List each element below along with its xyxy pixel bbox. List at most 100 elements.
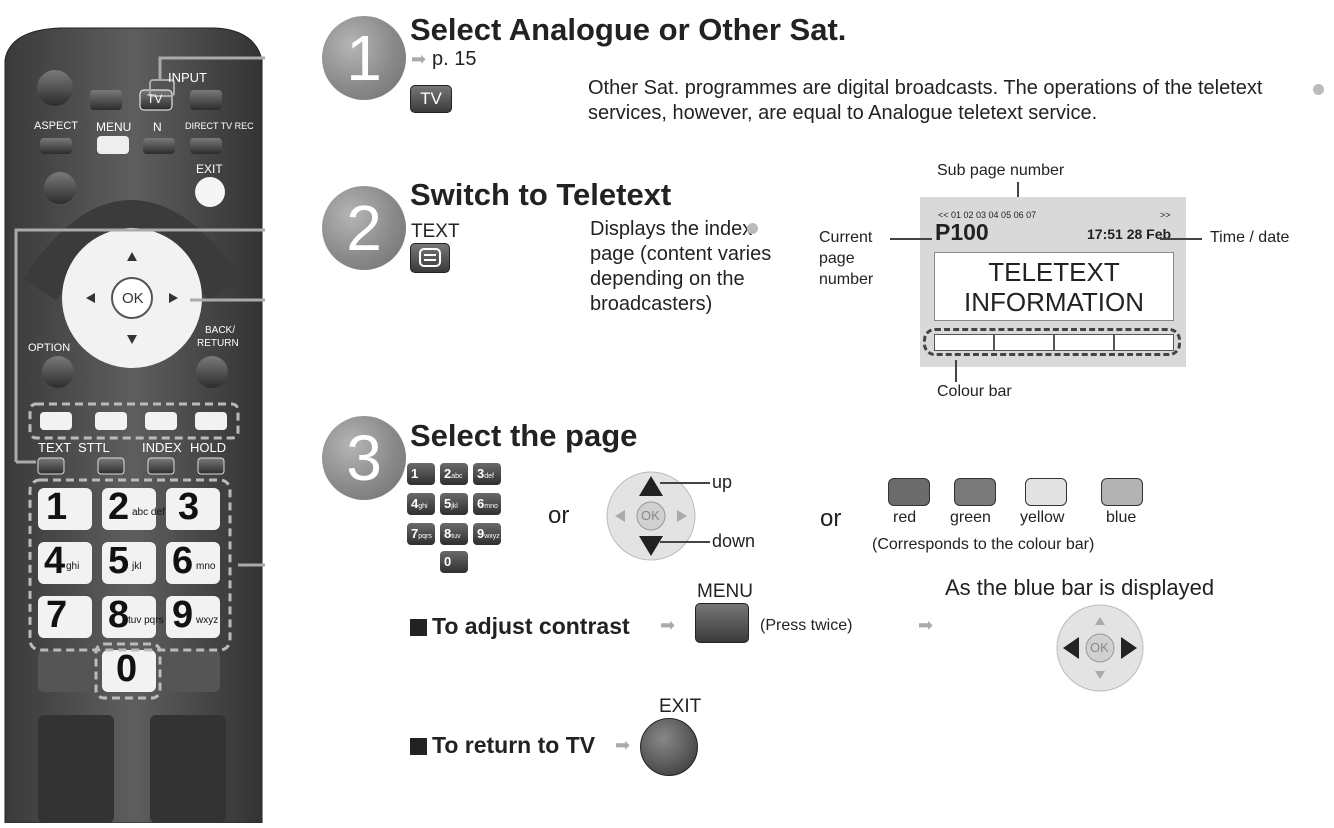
exit-key-label: EXIT [659,696,702,717]
arrow-right-icon: ➡ [615,735,631,755]
current-page-label-1: Current [819,229,873,246]
page-number: P100 [935,219,989,245]
option-label: OPTION [28,342,71,354]
remote-key-0: 0 [116,648,138,690]
direct-tv-rec-label: DIRECT TV REC [185,121,254,131]
exit-button[interactable] [640,718,698,776]
step-1-note: Other Sat. programmes are digital broadc… [588,77,1263,124]
leader-line [660,541,710,543]
current-page-label-2: page [819,250,855,267]
key-7[interactable]: 7pqrs [407,523,435,545]
info-line-1: TELETEXT [988,257,1120,287]
square-bullet-icon [410,738,427,755]
colour-bar-segment [994,334,1054,351]
aspect-label: ASPECT [34,120,79,132]
exit-label: EXIT [196,162,223,176]
remote-key-1: 1 [46,486,68,528]
remote-key-5-sub: jkl [132,561,142,572]
step-3-badge: 3 [322,416,406,500]
remote-key-6: 6 [172,540,194,582]
red-button[interactable] [888,478,930,506]
green-button[interactable] [954,478,996,506]
colour-bar-segment [934,334,994,351]
red-label: red [893,509,917,526]
remote-key-8: 8 [108,594,130,636]
colour-bar-note: (Corresponds to the colour bar) [872,536,1095,553]
blue-bar-note: As the blue bar is displayed [945,575,1215,600]
remote-key-4-sub: ghi [66,561,80,572]
tv-button[interactable]: TV [410,85,452,113]
square-bullet-icon [410,619,427,636]
step-1-title: Select Analogue or Other Sat. [410,12,847,47]
key-0[interactable]: 0 [440,551,468,573]
menu-button[interactable] [695,603,749,643]
teletext-screen: << 01 02 03 04 05 06 07 >> P100 17:51 28… [920,197,1186,367]
dpad-ok-label: OK [1090,640,1109,655]
colour-bar [934,334,1174,351]
dpad-left-right-icon [1056,604,1144,692]
dpad-illustration[interactable]: OK [605,470,697,562]
key-3[interactable]: 3def [473,463,501,485]
leader-line [1160,238,1202,240]
remote-key-8-sub: tuv pqrs [128,615,164,626]
colour-bar-segment [1054,334,1114,351]
sub-page-number-label: Sub page number [937,162,1065,179]
remote-key-7: 7 [46,594,68,636]
yellow-button[interactable] [1025,478,1067,506]
info-box: TELETEXT INFORMATION [934,252,1174,321]
step-3-title: Select the page [410,418,638,453]
dpad-left-right-illustration[interactable]: OK [1055,603,1145,693]
return-to-tv-label: To return to TV [432,732,596,758]
back-label: BACK/ [205,325,236,336]
time-date-value: 17:51 28 Feb [1087,226,1172,242]
key-5[interactable]: 5jkl [440,493,468,515]
menu-key-label: MENU [697,581,753,602]
remote-key-4: 4 [44,540,66,582]
remote-body [4,27,352,824]
text-button[interactable] [410,243,450,273]
remote-key-2-sub: abc def [132,507,165,518]
bullet-icon [747,223,758,234]
page-reference: p. 15 [432,48,477,70]
arrow-right-icon: ➡ [411,49,427,69]
index-label: INDEX [142,440,182,455]
bullet-icon [1313,84,1324,95]
menu-label: MENU [96,120,132,134]
step-1-badge: 1 [322,16,406,100]
step-2-title: Switch to Teletext [410,177,672,212]
dpad-icon [606,471,696,561]
key-1[interactable]: 1 [407,463,435,485]
remote-key-6-sub: mno [196,561,216,572]
current-page-label-3: number [819,271,874,288]
blue-label: blue [1106,509,1137,526]
info-line-2: INFORMATION [963,287,1145,317]
key-4[interactable]: 4ghi [407,493,435,515]
leader-line [955,360,957,382]
remote-key-9: 9 [172,594,194,636]
or-text: or [548,502,570,529]
key-8[interactable]: 8tuv [440,523,468,545]
time-date-label: Time / date [1210,229,1290,246]
ok-label: OK [122,290,144,307]
colour-bar-segment [1114,334,1174,351]
sttl-label: STTL [78,440,110,455]
n-label: N [153,120,162,134]
return-label: RETURN [197,338,239,349]
teletext-icon [419,248,441,267]
down-label: down [712,531,756,551]
key-9[interactable]: 9wxyz [473,523,501,545]
adjust-contrast-label: To adjust contrast [432,613,630,639]
remote-key-2: 2 [108,486,130,528]
key-2[interactable]: 2abc [440,463,468,485]
text-button-label: TEXT [411,221,460,242]
step-2-badge: 2 [322,186,406,270]
leader-line [890,238,932,240]
blue-button[interactable] [1101,478,1143,506]
hold-label: HOLD [190,440,227,455]
text-label: TEXT [38,440,72,455]
dpad-ok-label: OK [641,508,660,523]
key-6[interactable]: 6mno [473,493,501,515]
step-2-note: Displays the index page (content varies … [590,218,772,315]
up-label: up [712,472,733,492]
yellow-label: yellow [1020,509,1065,526]
